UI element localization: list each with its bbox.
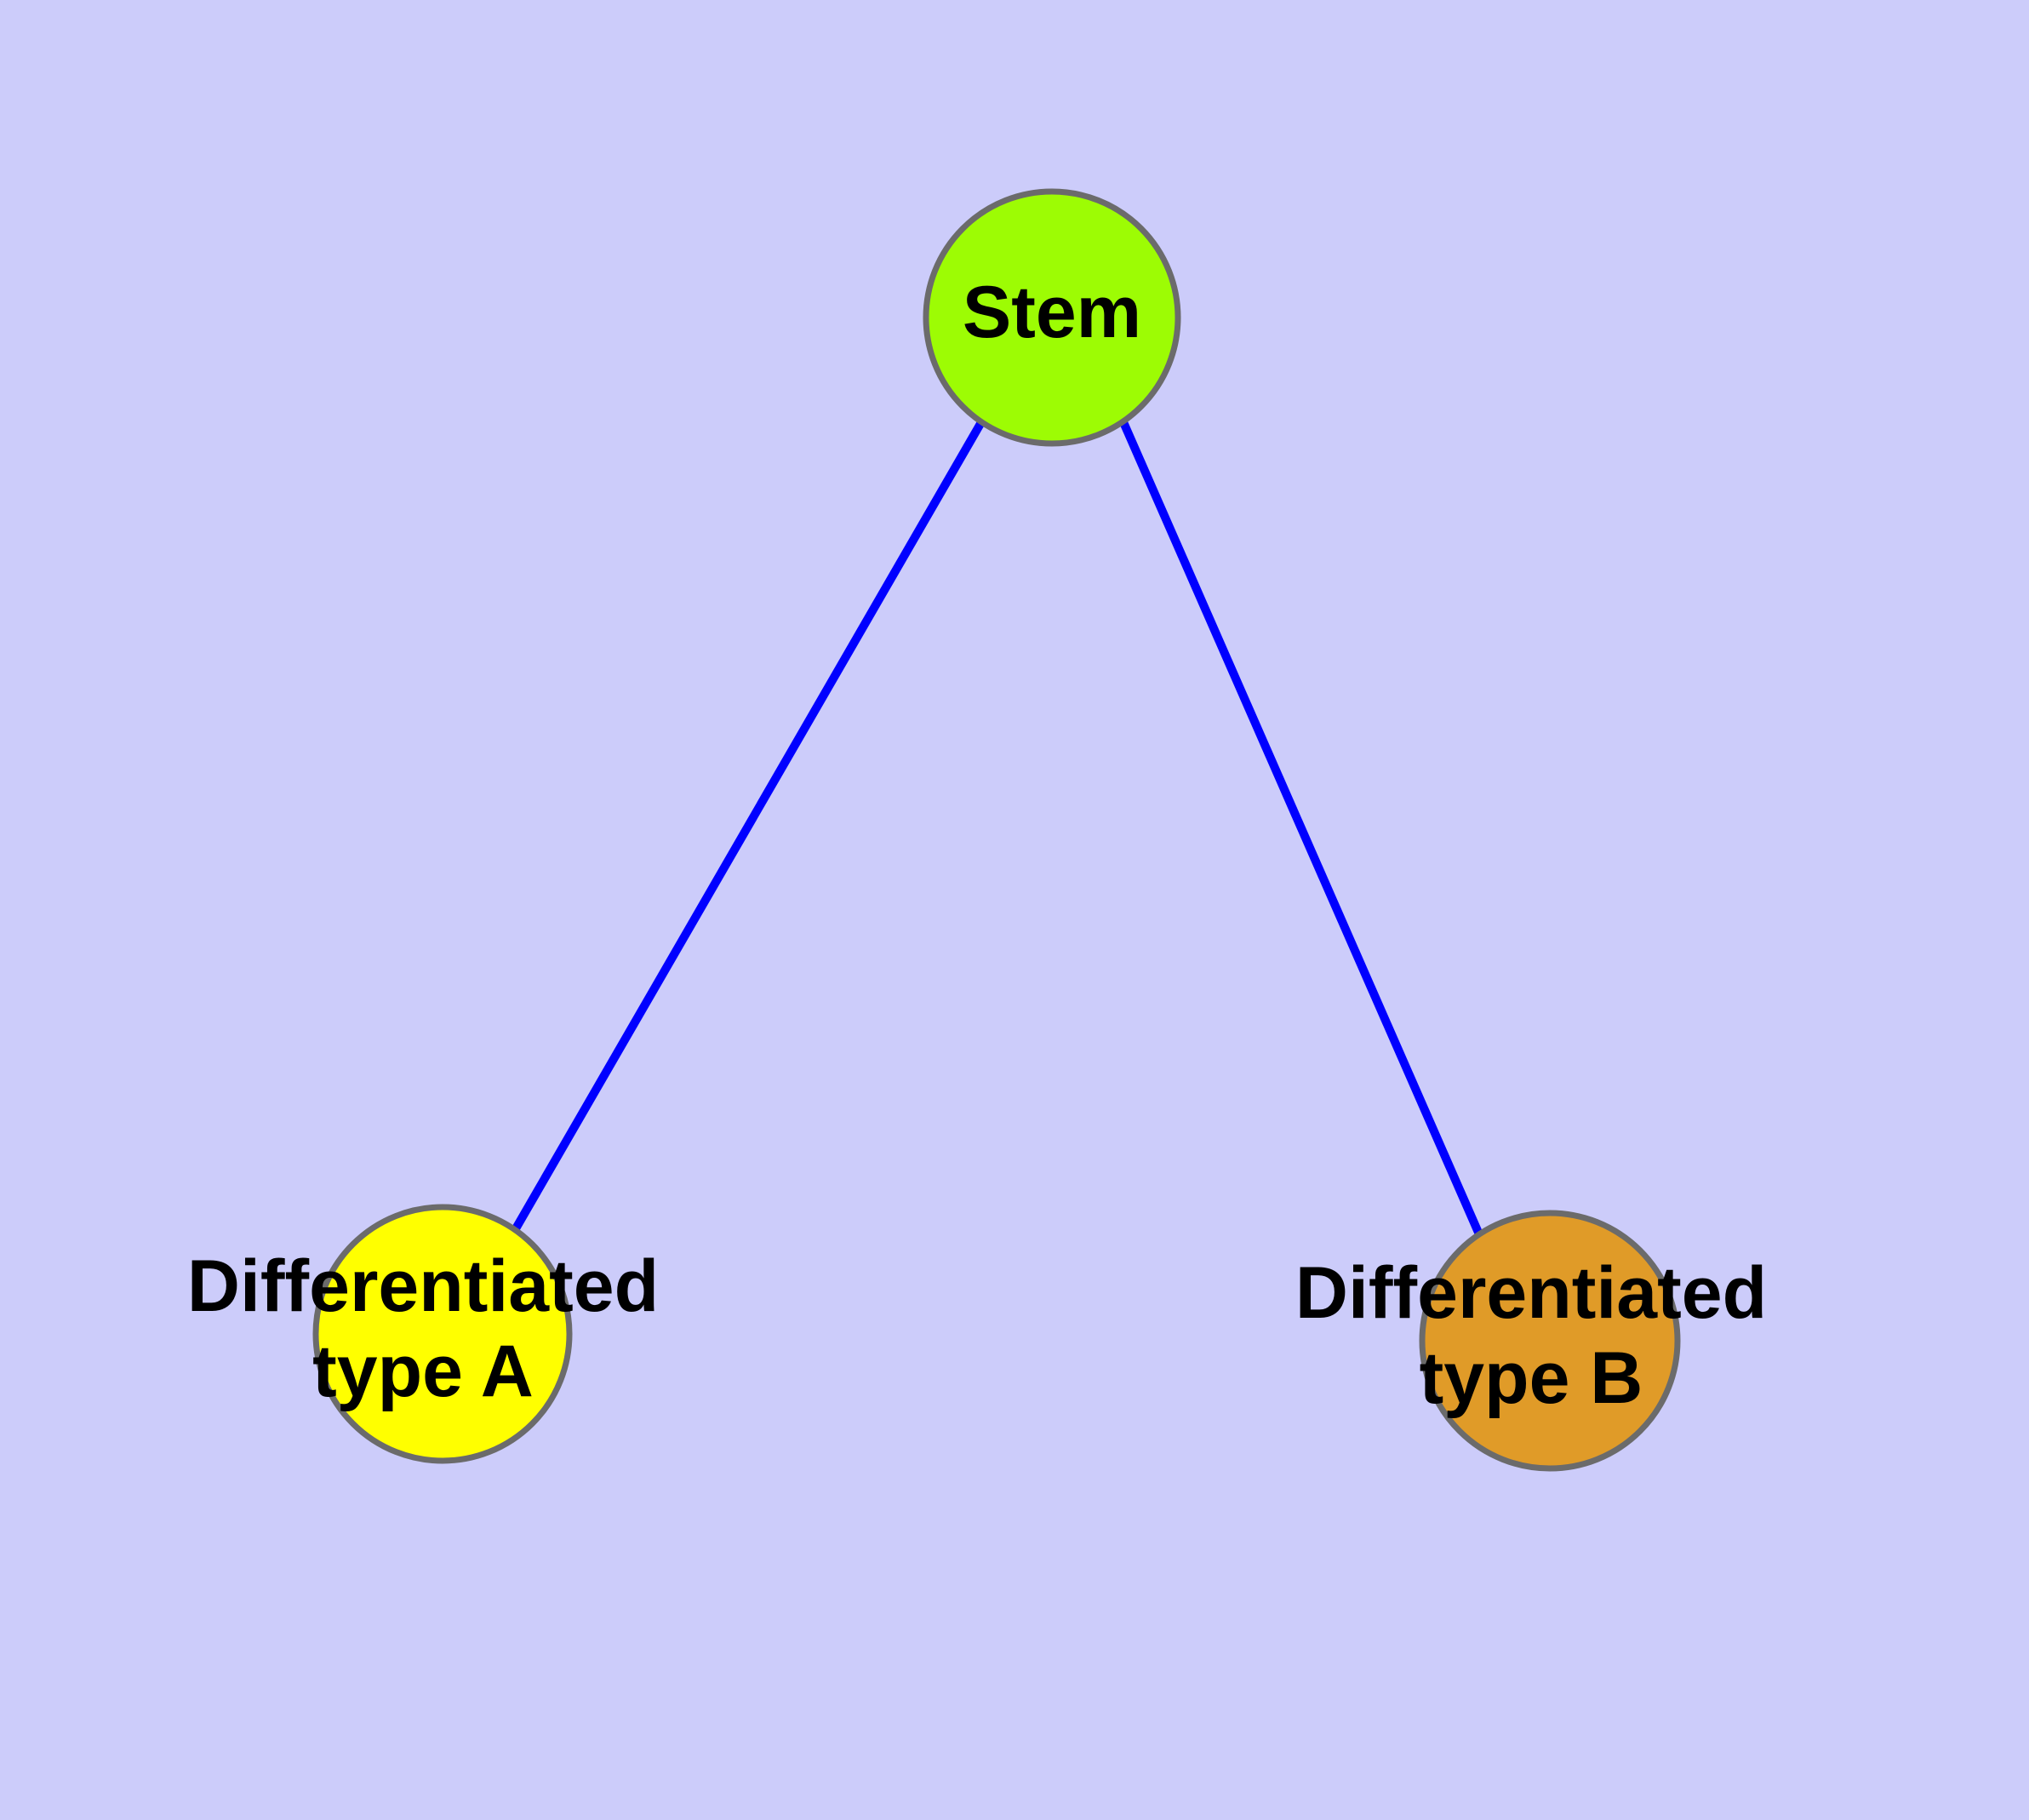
edge-layer [511, 420, 1483, 1237]
node-differentiated-type-b[interactable] [1419, 1210, 1681, 1472]
node-stem-circle[interactable] [923, 188, 1181, 447]
node-stem-label: Stem [963, 272, 1141, 353]
edge-stem-to-diff-b[interactable] [1119, 420, 1483, 1237]
node-differentiated-type-a-circle[interactable] [312, 1204, 573, 1464]
node-differentiated-type-b-circle[interactable] [1419, 1210, 1681, 1472]
node-differentiated-type-a[interactable] [312, 1204, 573, 1464]
edge-stem-to-diff-a[interactable] [511, 420, 986, 1233]
node-layer [312, 188, 1681, 1472]
node-stem[interactable] [923, 188, 1181, 447]
